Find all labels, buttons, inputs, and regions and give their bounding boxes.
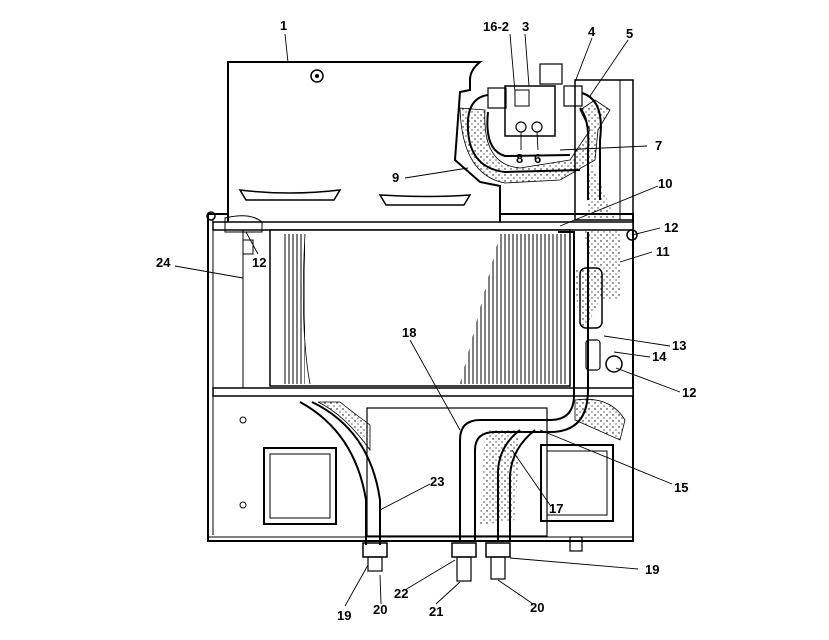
callout-19-right: 19 [645,562,659,577]
valve-block [487,63,583,137]
callout-1: 1 [280,18,287,33]
top-cover [227,61,501,225]
leader-lines [174,33,681,607]
rails [206,211,638,397]
callout-12-right-bottom: 12 [682,385,696,400]
callout-9: 9 [392,170,399,185]
coil [269,229,571,387]
callout-14: 14 [652,349,667,364]
callout-24: 24 [156,255,171,270]
callout-18: 18 [402,325,416,340]
callout-13: 13 [672,338,686,353]
callout-17: 17 [549,501,563,516]
callout-11: 11 [656,244,670,259]
callout-6: 6 [534,151,541,166]
callout-22: 22 [394,586,408,601]
callout-3: 3 [522,19,529,34]
callout-8: 8 [516,151,523,166]
callout-19-left: 19 [337,608,351,623]
callout-5: 5 [626,26,633,41]
callout-10: 10 [658,176,672,191]
left-panel [224,215,263,388]
callout-16-2: 16-2 [483,19,509,34]
callout-12-right-top: 12 [664,220,678,235]
callout-20-right: 20 [530,600,544,615]
callout-23: 23 [430,474,444,489]
lower-windows [239,407,614,537]
callout-4: 4 [588,24,596,39]
callout-21: 21 [429,604,443,619]
callout-15: 15 [674,480,688,495]
bottom-fittings [362,536,583,582]
callout-20-left: 20 [373,602,387,617]
callout-12-left: 12 [252,255,266,270]
callouts: 1 16-2 3 4 5 7 8 6 9 10 12 12 11 24 13 1… [156,18,696,623]
callout-7: 7 [655,138,662,153]
tubing [299,92,623,545]
